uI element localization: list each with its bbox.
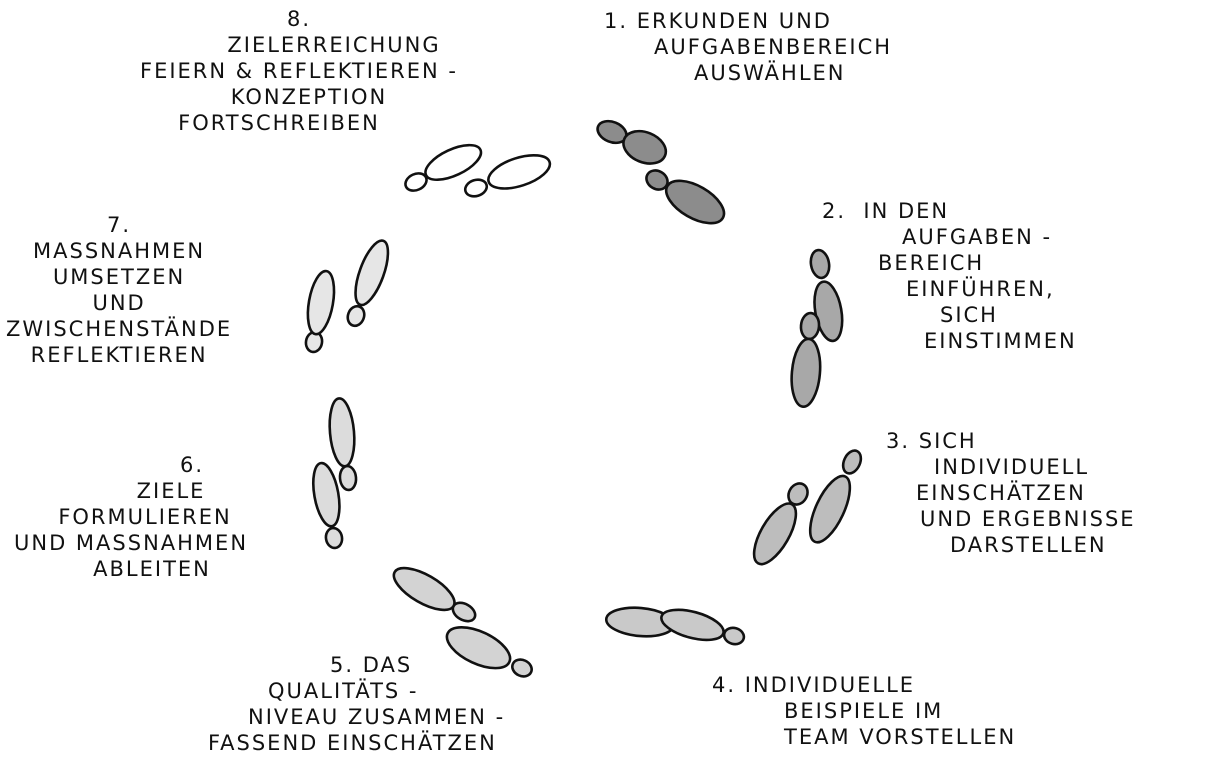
step-5-line-3: NIVEAU ZUSAMMEN - [248,705,506,729]
step-4-label: 4. INDIVIDUELLE BEISPIELE IM TEAM VORSTE… [712,672,1016,750]
step-2-line-6: EINSTIMMEN [924,329,1077,353]
step-1-text-1: ERKUNDEN UND [636,9,832,33]
footprint-8b [463,153,552,198]
step-2-line-4: EINFÜHREN, [906,277,1055,301]
step-4-line-2: BEISPIELE IM [784,699,944,723]
step-8-line-2: FEIERN & REFLEKTIEREN - [140,59,458,83]
step-8-label: 8. ZIELERREICHUNG FEIERN & REFLEKTIEREN … [140,6,458,136]
step-1-line-1: 1. ERKUNDEN UND [604,8,892,34]
footprint-6a [328,397,358,492]
step-3-line-5: DARSTELLEN [950,533,1107,557]
footprint-pair-step-3 [752,449,863,566]
step-8-line-4: FORTSCHREIBEN [178,111,380,135]
step-2-label: 2. IN DEN AUFGABEN - BEREICH EINFÜHREN, … [822,198,1077,354]
step-2-line-3: BEREICH [878,251,985,275]
step-6-line-2: FORMULIEREN [58,505,232,529]
step-3-line-2: INDIVIDUELL [934,455,1090,479]
footprint-pair-step-7 [304,239,390,354]
footprint-pair-step-2 [790,248,844,409]
footprint-1a [596,119,668,165]
footprint-pair-step-6 [312,397,358,550]
footprint-pair-step-8 [404,143,552,198]
step-5-label: 5. DAS QUALITÄTS - NIVEAU ZUSAMMEN - FAS… [208,652,505,756]
footprint-2a [809,248,844,343]
step-5-text-1: DAS [362,653,413,677]
step-8-line-3: KONZEPTION [230,85,388,109]
step-7-line-1: MASSNAHMEN [33,239,206,263]
step-3-line-1: 3. SICH [886,428,1136,454]
step-2-text-1: IN DEN [863,199,950,223]
step-1-label: 1. ERKUNDEN UND AUFGABENBEREICH AUSWÄHLE… [604,8,892,86]
step-4-line-3: TEAM VORSTELLEN [784,725,1017,749]
footprint-8a [404,143,483,192]
step-8-number: 8. [286,7,312,31]
step-6-line-4: ABLEITEN [93,557,211,581]
step-7-number: 7. [107,213,132,237]
footprint-pair-step-4 [604,606,746,646]
step-3-line-4: UND ERGEBNISSE [920,507,1136,531]
step-2-line-1: 2. IN DEN [822,198,1077,224]
footprint-4b [660,608,746,646]
step-6-number: 6. [180,453,205,477]
step-5-line-1: 5. DAS [208,652,505,678]
step-7-line-3: UND [92,291,146,315]
footprint-3b [752,482,809,566]
step-3-label: 3. SICH INDIVIDUELL EINSCHÄTZEN UND ERGE… [886,428,1136,558]
step-2-number: 2. [822,199,847,223]
footprint-1b [645,169,726,225]
step-1-number: 1. [604,9,629,33]
step-5-line-4: FASSEND EINSCHÄTZEN [208,731,497,755]
step-3-text-1: SICH [918,429,977,453]
footprint-6b [312,461,344,550]
footprint-3a [808,449,863,544]
step-6-line-1: ZIELE [136,479,206,503]
step-4-text-1: INDIVIDUELLE [744,673,916,697]
step-6-line-3: UND MASSNAHMEN [14,531,249,555]
step-2-line-5: SICH [940,303,998,327]
step-7-line-2: UMSETZEN [52,265,186,289]
step-5-line-2: QUALITÄTS - [268,679,419,703]
step-7-label: 7. MASSNAHMEN UMSETZEN UND ZWISCHENSTÄND… [6,212,232,368]
footprint-7b [346,239,390,328]
footprint-5a [392,566,477,623]
footprint-5b [445,625,533,678]
step-2-line-2: AUFGABEN - [902,225,1053,249]
footprint-2b [790,311,822,409]
footprint-pair-step-1 [596,119,726,225]
footprint-7a [304,269,336,354]
step-3-line-3: EINSCHÄTZEN [916,481,1086,505]
step-7-line-4: ZWISCHENSTÄNDE [6,317,233,341]
step-3-number: 3. [886,429,911,453]
step-4-line-1: 4. INDIVIDUELLE [712,672,1016,698]
step-6-label: 6. ZIELE FORMULIEREN UND MASSNAHMEN ABLE… [14,452,248,582]
footprint-pair-step-5 [392,566,533,678]
step-1-line-3: AUSWÄHLEN [694,61,846,85]
step-4-number: 4. [712,673,737,697]
step-8-line-1: ZIELERREICHUNG [227,33,441,57]
step-5-number: 5. [330,653,355,677]
step-1-line-2: AUFGABENBEREICH [654,35,893,59]
step-7-line-5: REFLEKTIEREN [30,343,208,367]
